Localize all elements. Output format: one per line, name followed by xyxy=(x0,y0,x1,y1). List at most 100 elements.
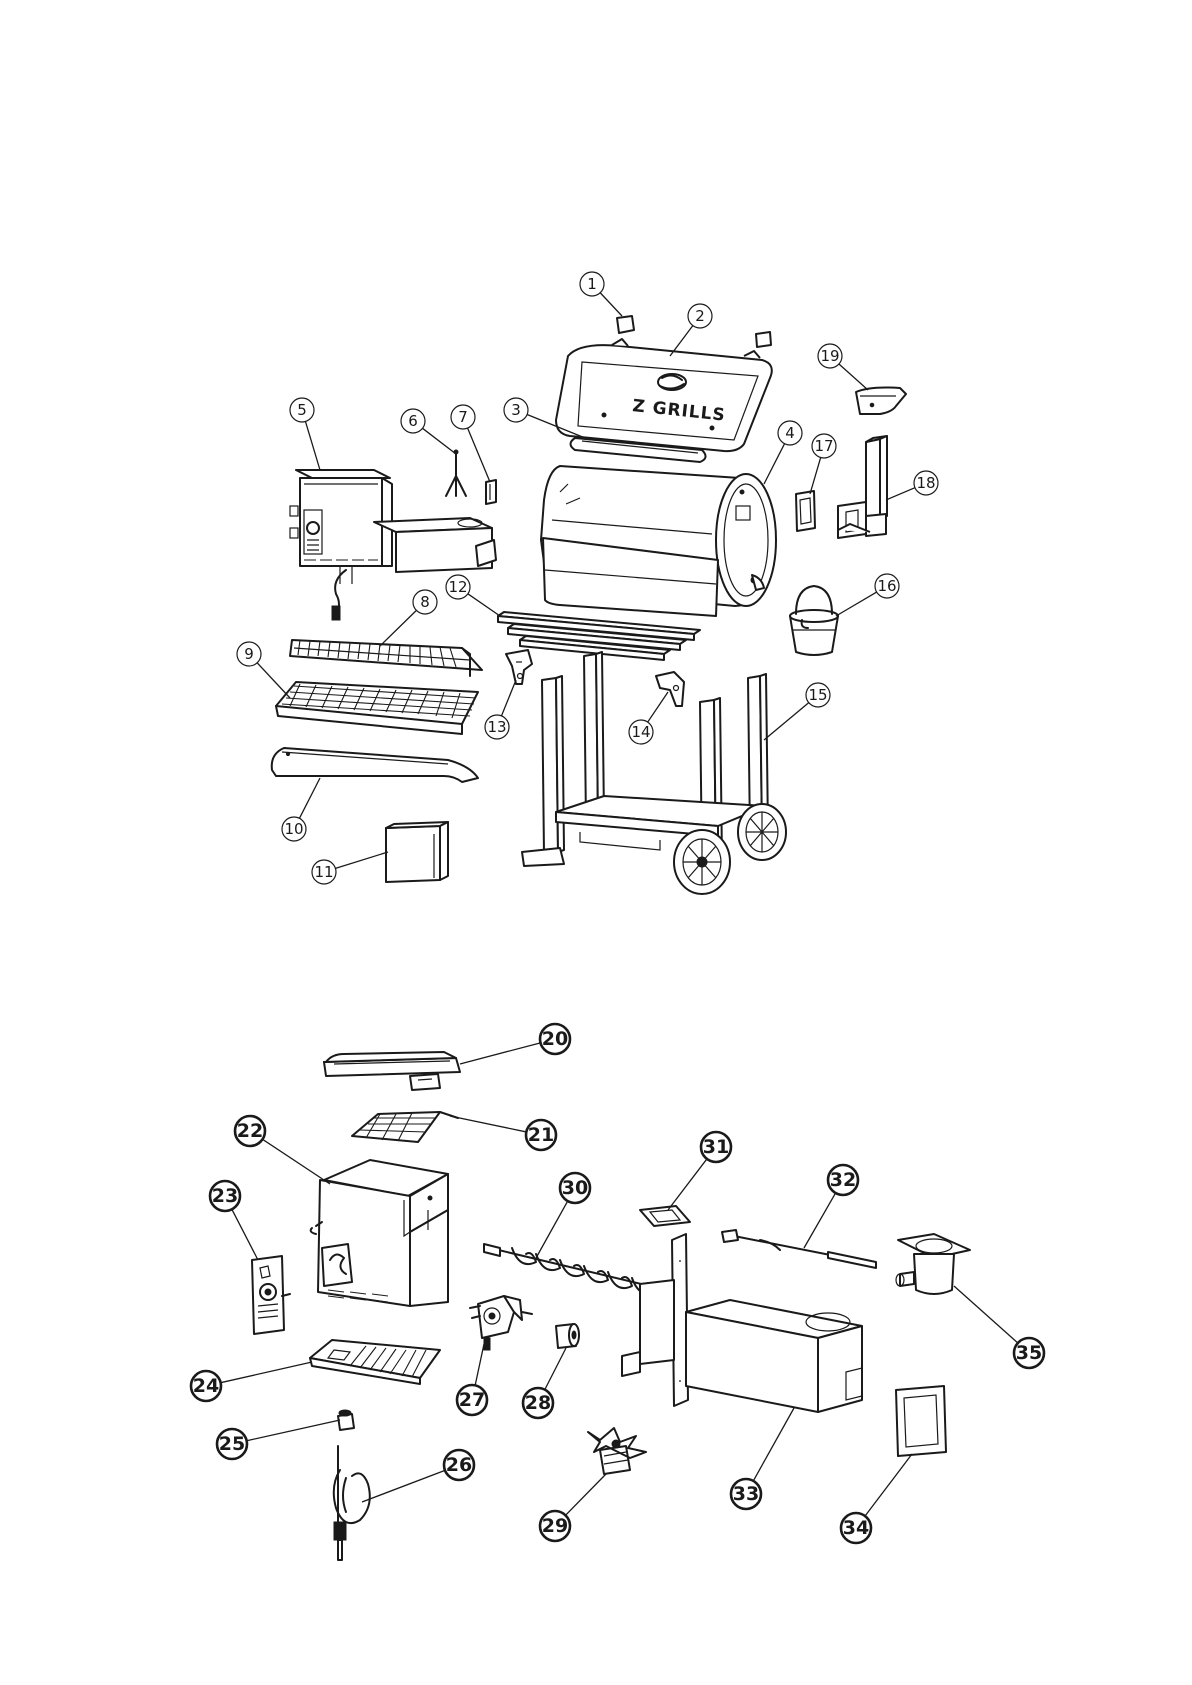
callout-24: 24 xyxy=(191,1371,221,1401)
callout-number: 24 xyxy=(193,1375,219,1397)
part-20-hopper-lid xyxy=(324,1052,460,1090)
part-27-auger-motor xyxy=(470,1296,532,1350)
callout-3: 3 xyxy=(504,398,528,422)
part-26-power-cord xyxy=(334,1446,370,1560)
part-33-auger-tube xyxy=(622,1234,862,1412)
callout-number: 9 xyxy=(244,645,254,663)
callout-number: 17 xyxy=(814,437,833,455)
leader-line-10 xyxy=(299,778,320,818)
callout-number: 31 xyxy=(703,1136,729,1158)
part-9-cooking-grate xyxy=(276,682,478,734)
callout-10: 10 xyxy=(282,817,306,841)
callout-19: 19 xyxy=(818,344,842,368)
callout-20: 20 xyxy=(540,1024,570,1054)
leader-line-22 xyxy=(263,1139,330,1184)
callout-number: 14 xyxy=(631,723,650,741)
callout-2: 2 xyxy=(688,304,712,328)
leader-line-6 xyxy=(423,428,456,454)
part-35-fire-pot xyxy=(896,1234,970,1294)
part-13-bracket xyxy=(506,650,532,684)
callout-21: 21 xyxy=(526,1120,556,1150)
callout-number: 2 xyxy=(695,307,705,325)
callout-31: 31 xyxy=(701,1132,731,1162)
part-14-bracket xyxy=(656,672,684,706)
leader-line-25 xyxy=(247,1420,340,1441)
callout-27: 27 xyxy=(457,1385,487,1415)
callout-number: 25 xyxy=(219,1433,245,1455)
part-15-cart xyxy=(522,652,786,894)
leader-line-1 xyxy=(600,293,622,316)
callout-26: 26 xyxy=(444,1450,474,1480)
leader-line-8 xyxy=(380,610,416,646)
part-34-frame-gasket xyxy=(896,1386,946,1456)
callout-number: 1 xyxy=(587,275,597,293)
callout-number: 8 xyxy=(420,593,430,611)
leader-line-11 xyxy=(335,852,388,868)
leader-line-24 xyxy=(221,1362,312,1383)
part-7-plate xyxy=(486,480,496,504)
callout-number: 4 xyxy=(785,424,795,442)
part-17-gasket xyxy=(796,491,815,531)
leader-line-30 xyxy=(536,1201,568,1258)
callout-number: 21 xyxy=(528,1124,554,1146)
part-19-chimney-cap xyxy=(856,388,906,415)
callout-number: 15 xyxy=(808,686,827,704)
callout-number: 11 xyxy=(314,863,333,881)
part-21-hopper-screen xyxy=(352,1112,458,1142)
callout-number: 27 xyxy=(459,1389,485,1411)
callout-30: 30 xyxy=(560,1173,590,1203)
part-22-hopper-body xyxy=(311,1160,448,1306)
callout-5: 5 xyxy=(290,398,314,422)
leader-line-31 xyxy=(668,1159,707,1210)
leader-line-34 xyxy=(865,1454,912,1516)
callout-14: 14 xyxy=(629,720,653,744)
callout-4: 4 xyxy=(778,421,802,445)
callout-number: 19 xyxy=(820,347,839,365)
callout-number: 32 xyxy=(830,1169,856,1191)
callout-11: 11 xyxy=(312,860,336,884)
callout-number: 28 xyxy=(525,1392,551,1414)
callout-number: 23 xyxy=(212,1185,238,1207)
leader-line-4 xyxy=(764,444,785,484)
leader-line-33 xyxy=(753,1408,794,1481)
callout-7: 7 xyxy=(451,405,475,429)
callout-28: 28 xyxy=(523,1388,553,1418)
part-30-auger xyxy=(484,1244,658,1294)
callout-1: 1 xyxy=(580,272,604,296)
callout-34: 34 xyxy=(841,1513,871,1543)
callout-23: 23 xyxy=(210,1181,240,1211)
callout-number: 3 xyxy=(511,401,521,419)
part-10-heat-baffle xyxy=(272,748,478,782)
callout-number: 13 xyxy=(487,718,506,736)
callout-17: 17 xyxy=(812,434,836,458)
part-11-box xyxy=(386,822,448,882)
leader-line-35 xyxy=(954,1286,1018,1343)
leader-line-16 xyxy=(836,592,877,616)
leader-line-29 xyxy=(566,1474,606,1515)
leader-line-13 xyxy=(501,680,516,716)
callout-number: 33 xyxy=(733,1483,759,1505)
leader-line-21 xyxy=(450,1116,526,1132)
callout-number: 29 xyxy=(542,1515,568,1537)
part-25-grommet xyxy=(338,1410,354,1430)
callout-number: 20 xyxy=(542,1028,568,1050)
leader-line-32 xyxy=(804,1193,836,1248)
part-2-lid: Z GRILLS xyxy=(556,339,772,451)
leader-line-27 xyxy=(475,1344,484,1385)
callout-number: 10 xyxy=(284,820,303,838)
leader-line-17 xyxy=(810,458,821,494)
part-4-barrel xyxy=(541,466,776,616)
callout-32: 32 xyxy=(828,1165,858,1195)
callout-12: 12 xyxy=(446,575,470,599)
part-32-igniter xyxy=(722,1230,876,1268)
part-31-gasket xyxy=(640,1206,690,1226)
callout-9: 9 xyxy=(237,642,261,666)
leader-line-18 xyxy=(886,488,915,500)
part-6-temp-probe xyxy=(446,450,466,496)
leader-line-19 xyxy=(839,364,868,390)
leader-line-12 xyxy=(468,594,500,616)
callout-number: 34 xyxy=(843,1517,869,1539)
callout-number: 7 xyxy=(458,408,468,426)
